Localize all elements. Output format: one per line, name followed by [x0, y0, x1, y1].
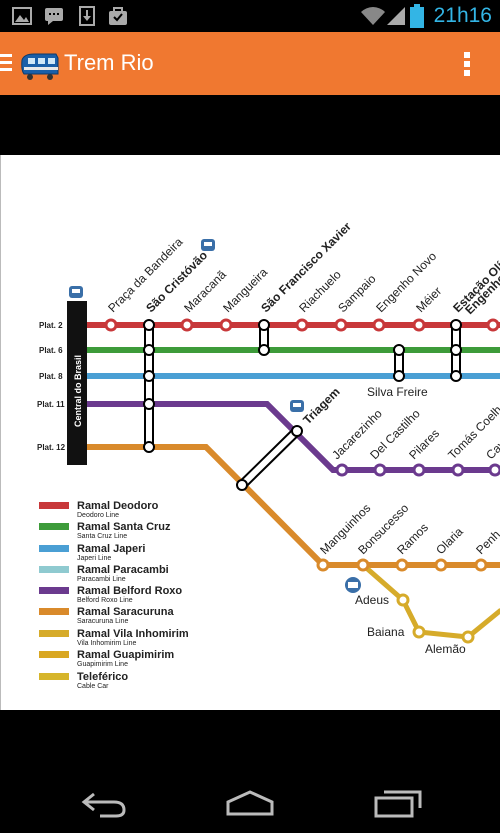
hamburger-icon[interactable]: [0, 52, 14, 74]
legend-sub: Saracuruna Line: [77, 618, 128, 625]
legend-name: Ramal Vila Inhomirim: [77, 628, 189, 640]
platform-label: Plat. 12: [37, 443, 66, 452]
station-label[interactable]: Adeus: [355, 593, 389, 607]
station-marker[interactable]: [412, 625, 426, 639]
legend-name: Teleférico: [77, 671, 128, 683]
station-marker[interactable]: [335, 463, 349, 477]
central-station-label: Central do Brasil: [73, 355, 83, 427]
station-marker[interactable]: [395, 558, 409, 572]
legend-sub: Vila Inhomirim Line: [77, 640, 137, 647]
station-marker[interactable]: [396, 593, 410, 607]
station-marker[interactable]: [316, 558, 330, 572]
station-label[interactable]: Cav: [483, 437, 500, 462]
metro-icon: [201, 239, 215, 251]
central-station-bar: [67, 301, 87, 465]
platform-label: Plat. 8: [39, 372, 63, 381]
overflow-menu-icon[interactable]: [462, 50, 472, 78]
metro-icon: [69, 286, 83, 298]
station-marker[interactable]: [356, 558, 370, 572]
station-marker[interactable]: [434, 558, 448, 572]
station-marker[interactable]: [180, 318, 194, 332]
legend-sub: Guapimirim Line: [77, 661, 128, 668]
train-map[interactable]: Central do Brasil Plat. 2 Plat. 6 Plat. …: [0, 155, 500, 710]
station-label[interactable]: Ramos: [394, 520, 431, 557]
metro-icon: [290, 400, 304, 412]
legend-swatch: [39, 651, 69, 658]
station-label[interactable]: Silva Freire: [367, 385, 428, 399]
station-marker[interactable]: [334, 318, 348, 332]
status-bar: 21h16: [0, 0, 500, 32]
legend-sub: Paracambi Line: [77, 576, 126, 583]
cable-car-icon: [345, 577, 361, 593]
download-icon: [79, 6, 95, 26]
station-marker[interactable]: [412, 318, 426, 332]
wifi-icon: [361, 7, 385, 25]
briefcase-icon: [109, 7, 127, 25]
station-marker[interactable]: [412, 463, 426, 477]
platform-label: Plat. 6: [39, 346, 63, 355]
legend-sub: Deodoro Line: [77, 512, 119, 519]
station-label[interactable]: Pilares: [406, 426, 442, 462]
legend-swatch: [39, 608, 69, 615]
station-marker[interactable]: [219, 318, 233, 332]
station-marker[interactable]: [461, 630, 475, 644]
station-marker[interactable]: [474, 558, 488, 572]
station-label[interactable]: Penh: [473, 527, 500, 557]
legend-name: Ramal Japeri: [77, 543, 145, 555]
home-icon[interactable]: [224, 788, 276, 818]
map-top-margin: [0, 95, 500, 155]
clock: 21h16: [433, 4, 492, 27]
legend-swatch: [39, 545, 69, 552]
train-icon[interactable]: [20, 50, 60, 82]
image-icon: [12, 7, 32, 25]
legend-swatch: [39, 630, 69, 637]
legend-name: Ramal Guapimirim: [77, 649, 174, 661]
signal-icon: [387, 7, 405, 25]
station-marker[interactable]: [372, 318, 386, 332]
station-marker[interactable]: [295, 318, 309, 332]
legend-swatch: [39, 523, 69, 530]
back-icon[interactable]: [80, 788, 132, 818]
station-marker[interactable]: [488, 463, 500, 477]
station-marker[interactable]: [373, 463, 387, 477]
battery-icon: [410, 4, 424, 28]
station-label[interactable]: Triagem: [300, 385, 342, 427]
legend-swatch: [39, 673, 69, 680]
station-marker[interactable]: [104, 318, 118, 332]
legend-name: Ramal Deodoro: [77, 500, 159, 512]
legend-swatch: [39, 587, 69, 594]
station-marker[interactable]: [451, 463, 465, 477]
legend-name: Ramal Saracuruna: [77, 606, 174, 618]
legend-sub: Belford Roxo Line: [77, 597, 133, 604]
navigation-bar: [0, 710, 500, 833]
platform-label: Plat. 11: [37, 400, 65, 409]
legend-sub: Japeri Line: [77, 555, 111, 562]
station-label[interactable]: Baiana: [367, 625, 405, 639]
platform-label: Plat. 2: [39, 321, 63, 330]
station-marker[interactable]: [486, 318, 500, 332]
legend-sub: Santa Cruz Line: [77, 533, 127, 540]
train-map-svg: Central do Brasil Plat. 2 Plat. 6 Plat. …: [37, 219, 500, 690]
legend-swatch: [39, 566, 69, 573]
recents-icon[interactable]: [372, 788, 424, 818]
station-label[interactable]: Méier: [413, 284, 444, 315]
legend-name: Ramal Santa Cruz: [77, 521, 171, 533]
legend-name: Ramal Belford Roxo: [77, 585, 182, 597]
legend-swatch: [39, 502, 69, 509]
station-label[interactable]: Alemão: [425, 642, 466, 656]
station-label[interactable]: Olaria: [433, 524, 466, 557]
legend: Ramal Deodoro Deodoro Line Ramal Santa C…: [39, 500, 189, 690]
app-bar: Trem Rio: [0, 32, 500, 95]
chat-icon: [45, 8, 63, 25]
legend-sub: Cable Car: [77, 683, 109, 690]
app-title: Trem Rio: [64, 50, 154, 75]
legend-name: Ramal Paracambi: [77, 564, 169, 576]
